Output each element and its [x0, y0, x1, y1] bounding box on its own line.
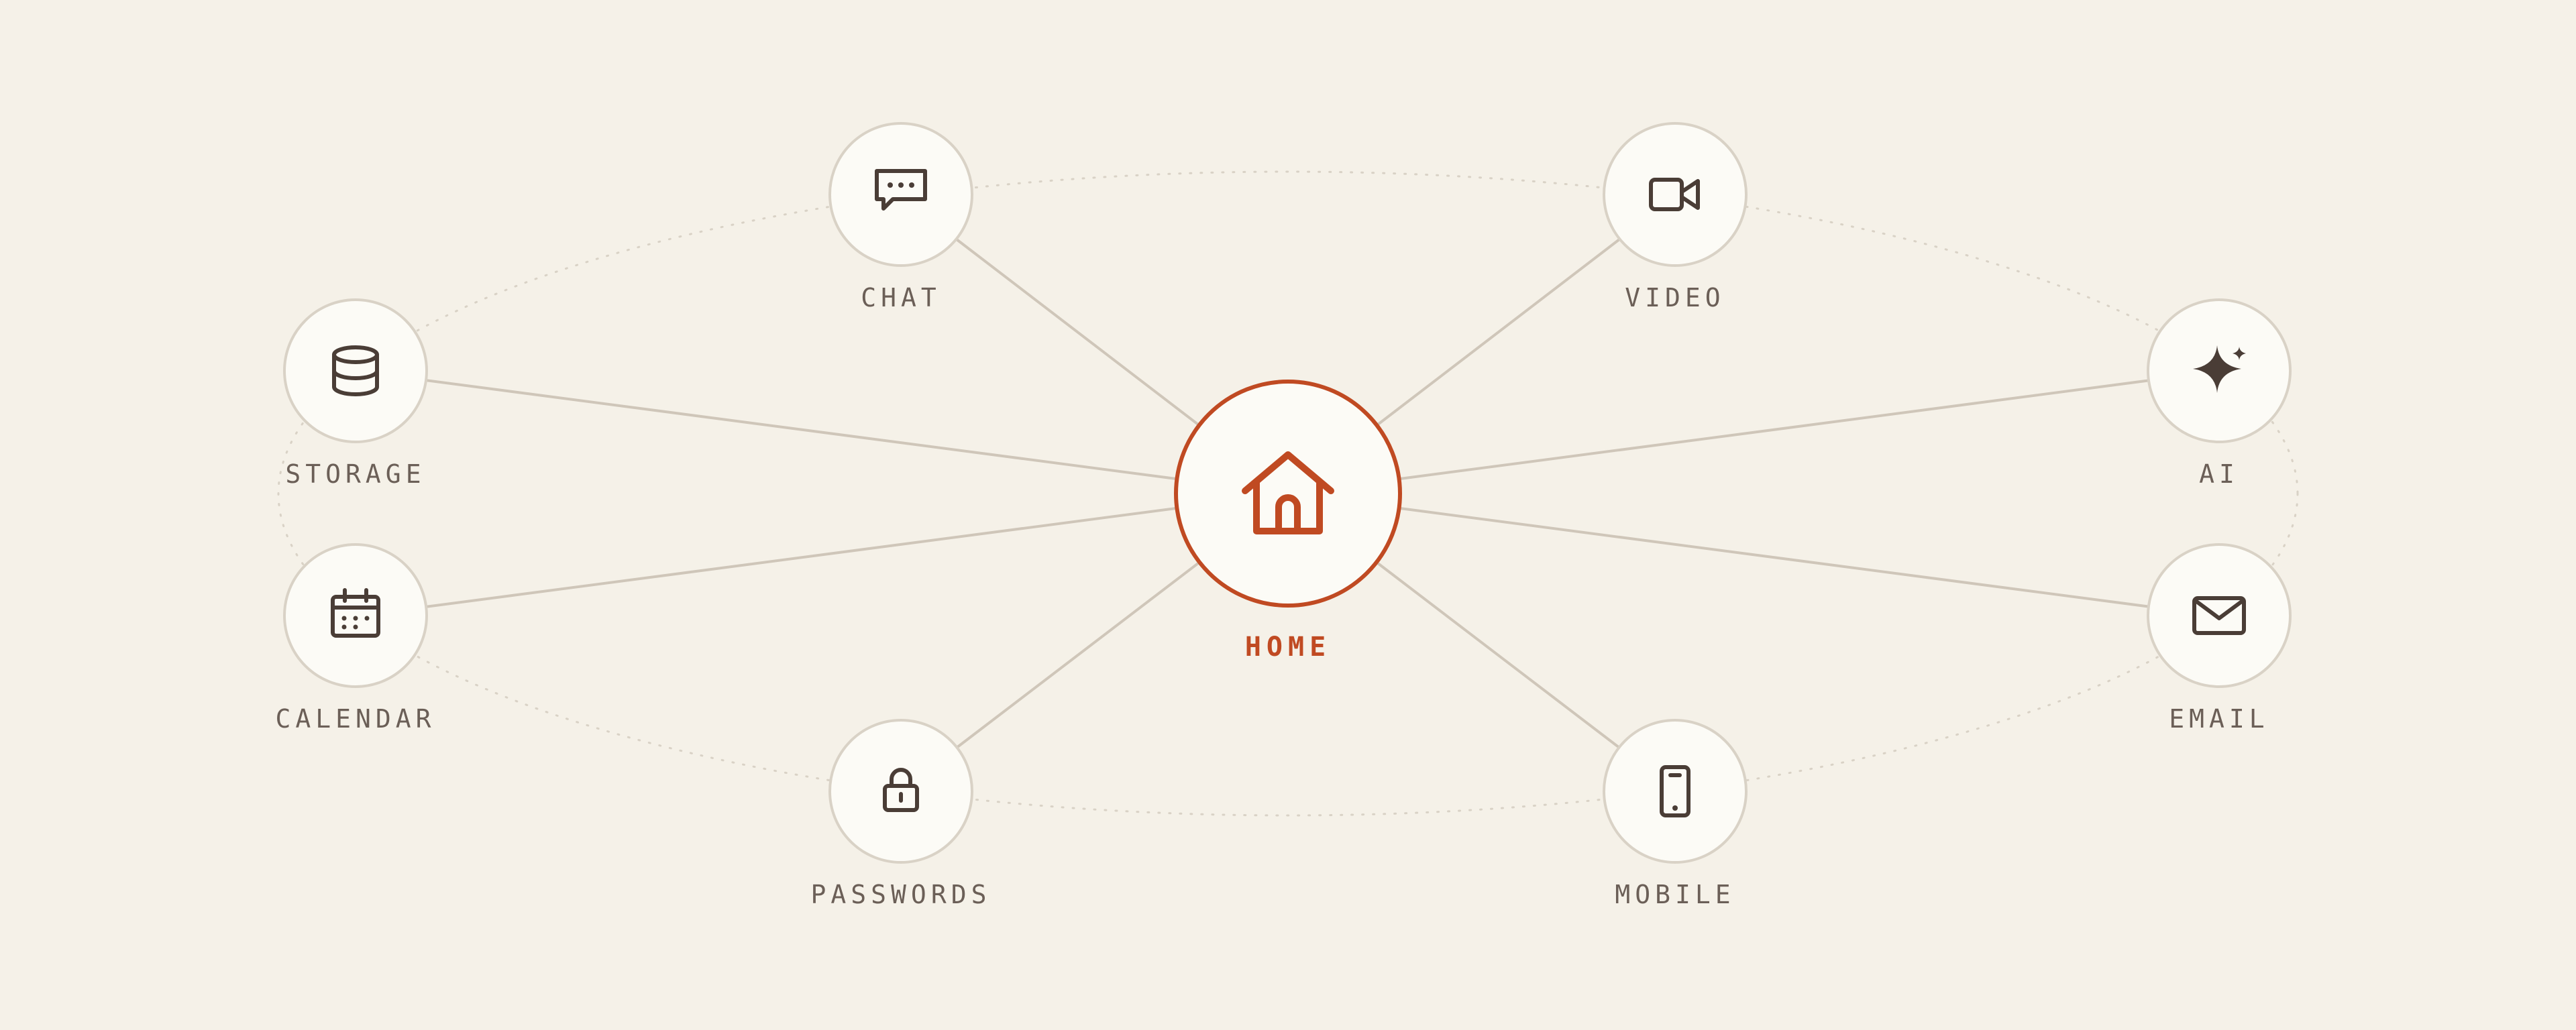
phone-icon	[1660, 765, 1690, 817]
node-storage[interactable]: STORAGE	[283, 298, 428, 489]
chat-icon	[875, 169, 927, 211]
node-circle	[828, 719, 973, 864]
video-icon	[1649, 178, 1700, 211]
node-calendar[interactable]: CALENDAR	[275, 543, 435, 734]
node-circle	[2147, 543, 2292, 688]
node-mobile[interactable]: MOBILE	[1603, 719, 1748, 909]
node-circle	[1603, 122, 1748, 267]
node-label: CHAT	[861, 283, 941, 312]
node-label: EMAIL	[2169, 704, 2269, 734]
node-circle	[283, 298, 428, 443]
node-ai[interactable]: AI	[2147, 298, 2292, 489]
connector-chat	[955, 238, 1199, 426]
mail-icon	[2192, 596, 2246, 635]
connector-group	[425, 238, 2151, 749]
calendar-icon	[331, 588, 380, 638]
connector-email	[1399, 507, 2151, 608]
node-label: PASSWORDS	[811, 880, 991, 909]
hub-label: HOME	[1245, 632, 1331, 663]
database-icon	[332, 345, 379, 396]
node-chat[interactable]: CHAT	[828, 122, 973, 312]
connector-video	[1377, 238, 1621, 426]
hub-node-home[interactable]: HOME	[1174, 380, 1402, 663]
node-label: CALENDAR	[275, 704, 435, 734]
node-label: AI	[2199, 459, 2239, 489]
connector-mobile	[1377, 562, 1621, 749]
node-email[interactable]: EMAIL	[2147, 543, 2292, 734]
node-label: MOBILE	[1615, 880, 1735, 909]
connector-calendar	[425, 507, 1177, 608]
lock-icon	[883, 768, 919, 812]
node-circle	[828, 122, 973, 267]
node-passwords[interactable]: PASSWORDS	[811, 719, 991, 909]
connector-storage	[425, 379, 1177, 480]
node-circle	[283, 543, 428, 688]
connector-passwords	[955, 562, 1199, 749]
node-circle	[1603, 719, 1748, 864]
node-label: STORAGE	[285, 459, 425, 489]
orbit-ring	[277, 170, 2299, 817]
home-icon	[1242, 451, 1334, 534]
node-video[interactable]: VIDEO	[1603, 122, 1748, 312]
connector-ai	[1399, 379, 2151, 480]
node-label: VIDEO	[1625, 283, 1725, 312]
sparkle-icon	[2193, 345, 2246, 393]
hub-circle	[1174, 380, 1402, 608]
